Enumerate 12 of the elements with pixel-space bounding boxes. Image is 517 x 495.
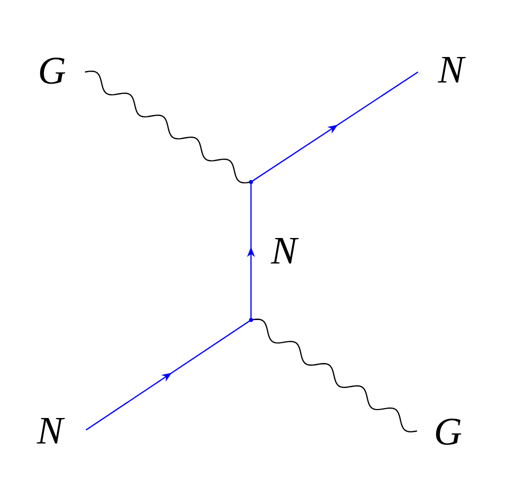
wavy-line: [250, 318, 418, 432]
vertex-dot: [249, 318, 253, 322]
arrow: [250, 72, 418, 182]
particle-label: G: [434, 416, 462, 448]
particle-label: G: [38, 54, 66, 88]
vertex-dot: [249, 180, 253, 184]
arrow: [86, 320, 252, 430]
particle-label: N: [438, 54, 464, 86]
particle-label: N: [37, 414, 63, 448]
edge-label: N: [271, 234, 297, 268]
arrow: [247, 182, 255, 320]
wavy-line: [84, 70, 252, 184]
